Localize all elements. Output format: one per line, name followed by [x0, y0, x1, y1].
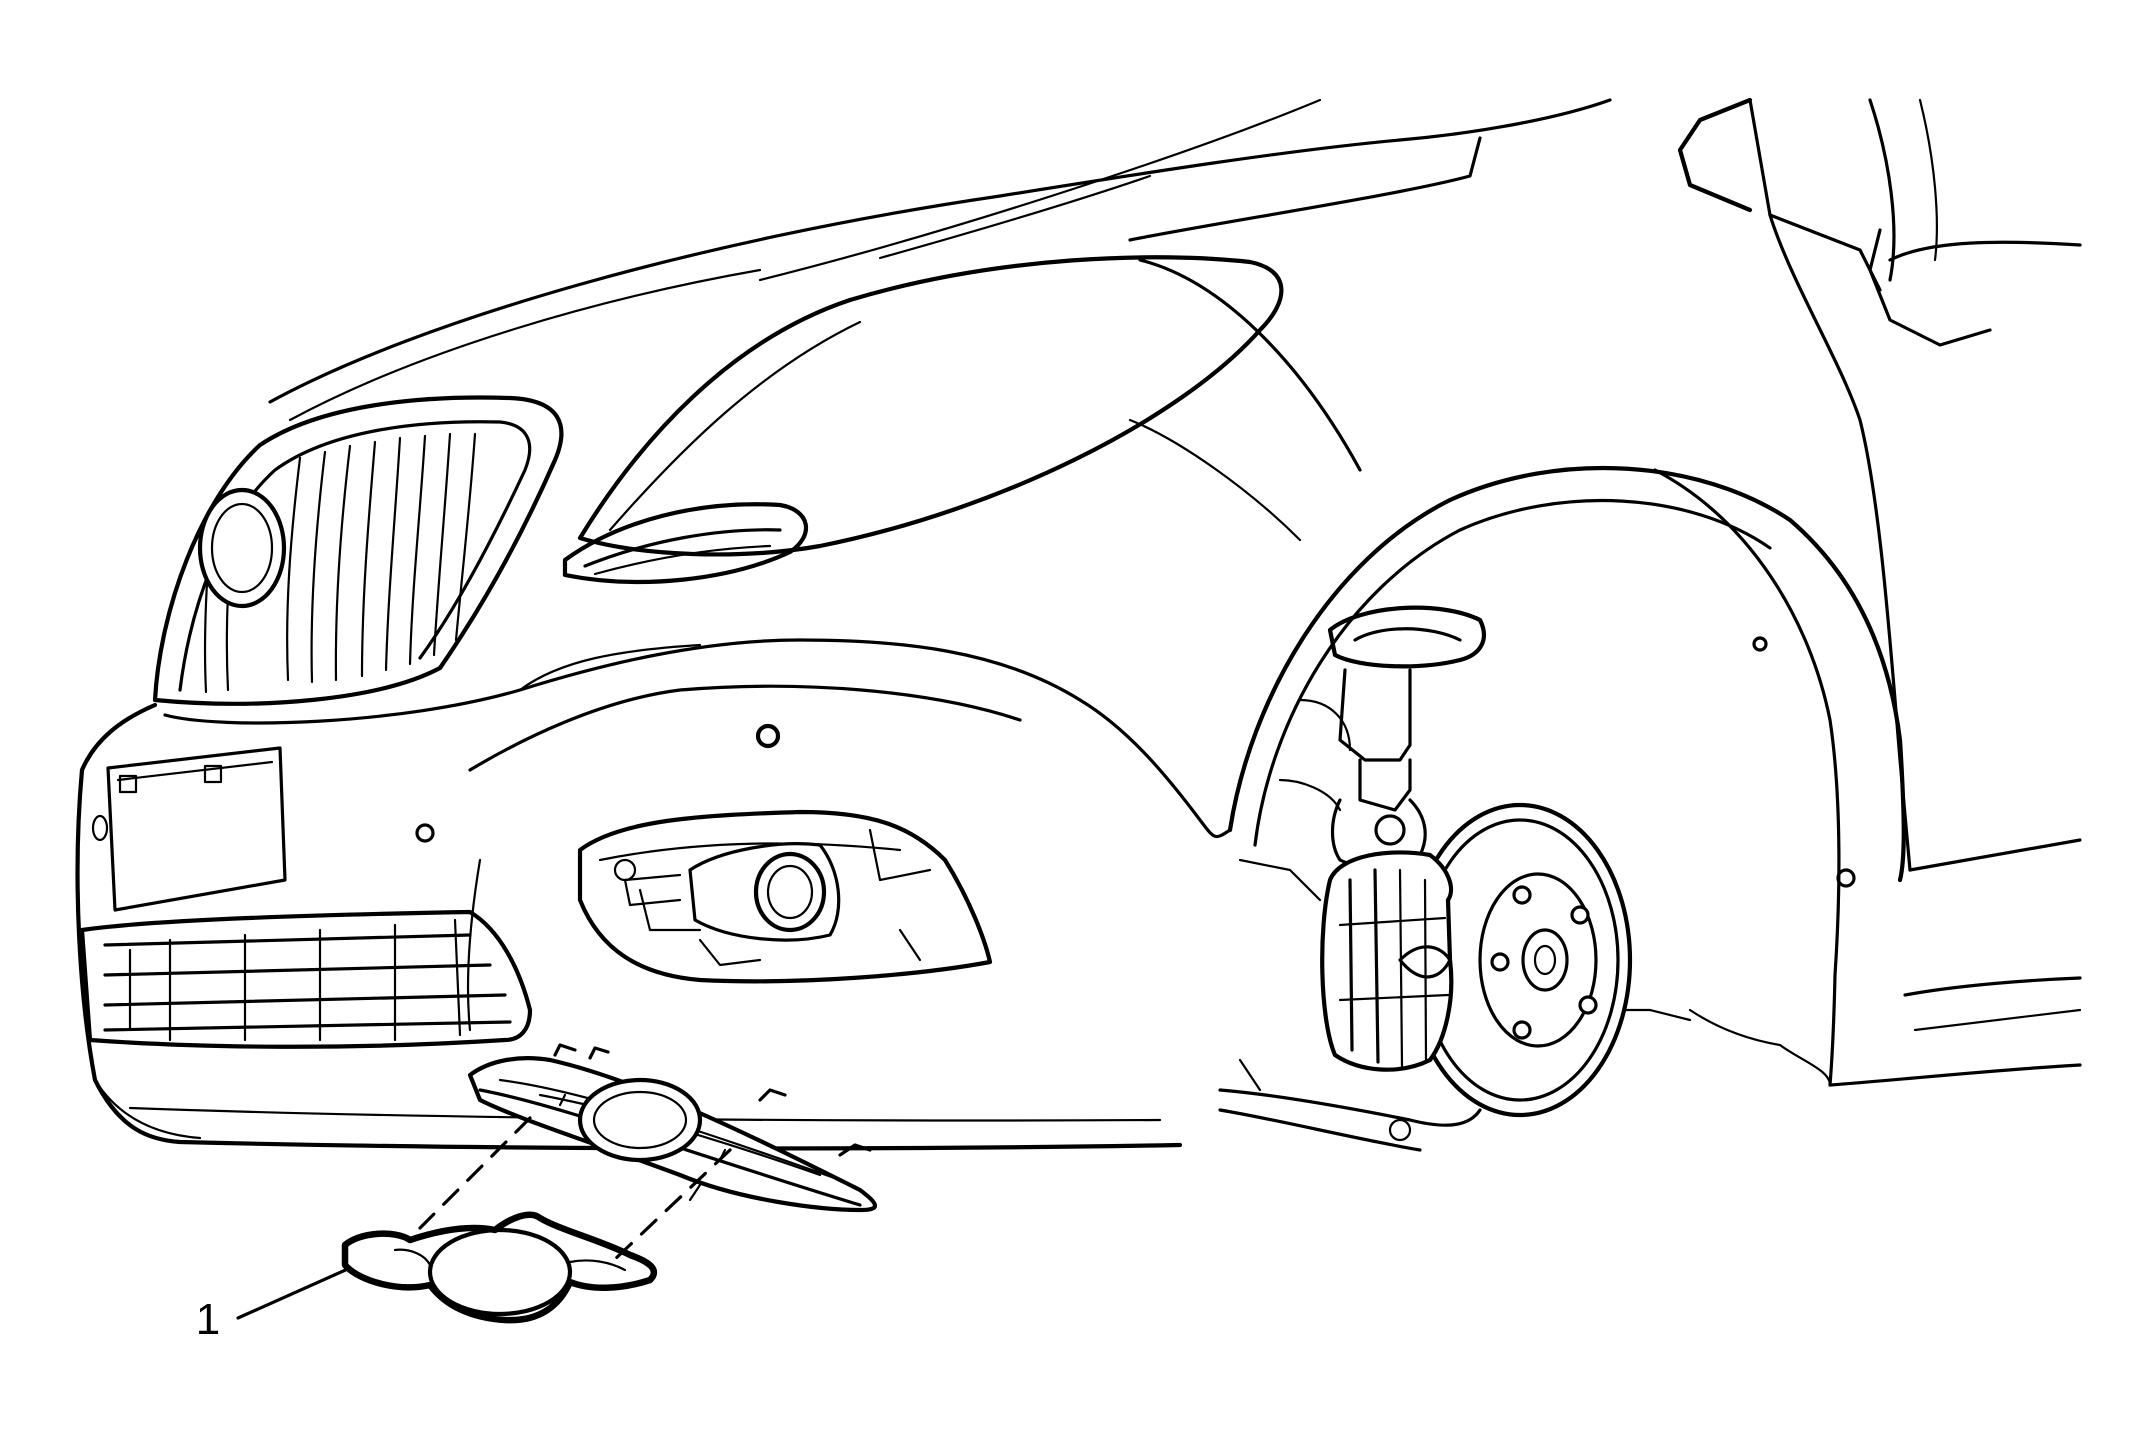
lower-grille — [79, 909, 533, 1049]
wheel-hub — [1521, 928, 1569, 992]
installation-guide-lines — [418, 1116, 732, 1264]
fog-lamp-bezel — [467, 1043, 878, 1213]
hood — [268, 98, 1612, 422]
parking-sensors — [415, 723, 781, 843]
license-plate-mount — [91, 746, 287, 912]
brake-rotor — [1407, 802, 1633, 1118]
parking-sensor-upper — [755, 723, 781, 749]
guide-line-right — [610, 1148, 732, 1264]
fog-lamp-cover-item-1 — [341, 1211, 658, 1324]
liner-fastener — [1752, 636, 1768, 652]
callout-number-label: 1 — [196, 1295, 220, 1344]
callout-leader-line — [236, 1266, 352, 1320]
headlamp — [577, 255, 1284, 557]
fog-lamp-assembly — [613, 842, 841, 967]
guide-line-left — [418, 1116, 532, 1230]
lower-control-arm — [1218, 1058, 1482, 1152]
wheel-stud — [1512, 1020, 1532, 1040]
wheel-stud — [1578, 995, 1598, 1015]
body-side-panel — [1677, 97, 2082, 1087]
callout-1: 1 — [196, 1266, 352, 1344]
brake-caliper — [1320, 850, 1454, 1072]
fender-fastener — [1836, 868, 1856, 888]
front-bumper-fascia — [75, 638, 1232, 1151]
wheel-stud — [1490, 952, 1510, 972]
side-marker-vent — [562, 502, 809, 585]
parking-sensor-lower — [415, 823, 435, 843]
grille-emblem — [197, 487, 287, 609]
wheel-stud — [1512, 885, 1532, 905]
wheel-stud — [1570, 905, 1590, 925]
fender-wheel-arch — [1128, 258, 1906, 1087]
